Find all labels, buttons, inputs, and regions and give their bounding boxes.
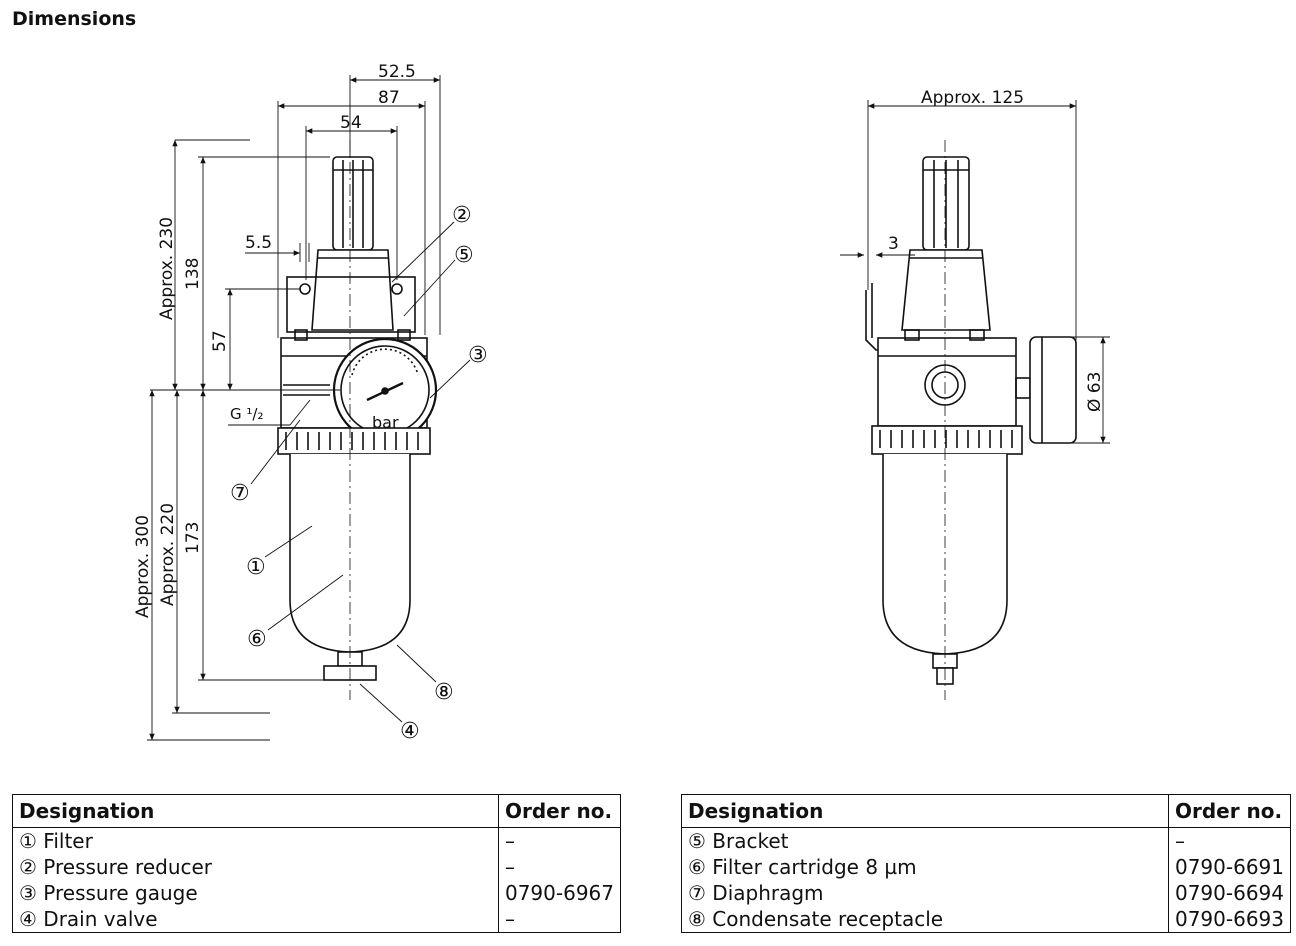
- callout-8: ⑧: [434, 680, 454, 705]
- front-dimensions: [147, 75, 471, 741]
- side-view: [865, 140, 1077, 700]
- side-dimensions: [840, 100, 1110, 444]
- front-dimension-labels: 52.5 87 54 5.5 Approx. 230 138 57 Approx…: [133, 62, 416, 618]
- parts-table-right: Designation Order no. ⑤ Bracket – ⑥ Filt…: [681, 794, 1292, 933]
- side-ring-nut: [871, 425, 1023, 455]
- table-row: ⑤ Bracket –: [681, 827, 1292, 854]
- dim-3: 3: [888, 234, 899, 254]
- order-no-cell: –: [497, 906, 622, 933]
- order-no-cell: –: [1167, 827, 1292, 854]
- table-row: ③ Pressure gauge 0790-6967: [12, 880, 622, 906]
- callout-7: ⑦: [230, 481, 250, 506]
- dim-54: 54: [340, 113, 362, 133]
- parts-table-left: Designation Order no. ① Filter – ② Press…: [12, 794, 622, 933]
- table-row: ② Pressure reducer –: [12, 854, 622, 880]
- dim-approx-220: Approx. 220: [158, 503, 178, 606]
- designation-cell: ② Pressure reducer: [12, 854, 499, 880]
- callout-5: ⑤: [454, 243, 474, 268]
- dim-52-5: 52.5: [378, 62, 416, 82]
- table-row: ④ Drain valve –: [12, 906, 622, 933]
- callout-markers: ① ② ③ ④ ⑤ ⑥ ⑦ ⑧: [230, 203, 488, 744]
- technical-drawing: bar: [133, 62, 1110, 744]
- order-no-cell: –: [497, 854, 622, 880]
- designation-cell: ④ Drain valve: [12, 906, 499, 933]
- order-no-cell: 0790-6693: [1167, 906, 1292, 933]
- callout-4: ④: [400, 719, 420, 744]
- dim-approx-230: Approx. 230: [157, 217, 177, 320]
- table-row: ① Filter –: [12, 827, 622, 854]
- front-view: bar: [277, 140, 438, 700]
- table-row: ⑦ Diaphragm 0790-6694: [681, 880, 1292, 906]
- designation-cell: ⑥ Filter cartridge 8 µm: [681, 854, 1169, 880]
- side-gauge: [1029, 336, 1077, 444]
- side-knob: [922, 156, 970, 251]
- pressure-reducer-body: [311, 249, 394, 331]
- page-title: Dimensions: [12, 8, 137, 30]
- dim-approx-300: Approx. 300: [133, 515, 153, 618]
- col-header-designation: Designation: [681, 794, 1169, 828]
- order-no-cell: 0790-6967: [497, 880, 622, 906]
- adjusting-knob: [332, 156, 374, 251]
- col-header-order-no: Order no.: [497, 794, 622, 828]
- ring-nut: [277, 427, 431, 455]
- designation-cell: ⑦ Diaphragm: [681, 880, 1169, 906]
- col-header-order-no: Order no.: [1167, 794, 1292, 828]
- dim-138: 138: [183, 258, 203, 290]
- table-row: ⑧ Condensate receptacle 0790-6693: [681, 906, 1292, 933]
- side-bonnet: [901, 249, 991, 331]
- order-no-cell: 0790-6691: [1167, 854, 1292, 880]
- dim-5-5: 5.5: [245, 233, 272, 253]
- side-main-body: [877, 337, 1017, 427]
- callout-6: ⑥: [247, 627, 267, 652]
- thread-size-label: G ¹/₂: [230, 405, 263, 423]
- dim-173: 173: [183, 522, 203, 554]
- dim-57: 57: [210, 330, 230, 352]
- designation-cell: ① Filter: [12, 827, 499, 854]
- designation-cell: ⑧ Condensate receptacle: [681, 906, 1169, 933]
- order-no-cell: –: [497, 827, 622, 854]
- designation-cell: ⑤ Bracket: [681, 827, 1169, 854]
- dim-87: 87: [378, 88, 400, 108]
- order-no-cell: 0790-6694: [1167, 880, 1292, 906]
- designation-cell: ③ Pressure gauge: [12, 880, 499, 906]
- callout-1: ①: [246, 555, 266, 580]
- callout-3: ③: [468, 343, 488, 368]
- dim-diameter-63: Ø 63: [1085, 372, 1105, 412]
- table-row: ⑥ Filter cartridge 8 µm 0790-6691: [681, 854, 1292, 880]
- col-header-designation: Designation: [12, 794, 499, 828]
- dim-approx-125: Approx. 125: [921, 88, 1024, 108]
- callout-2: ②: [452, 203, 472, 228]
